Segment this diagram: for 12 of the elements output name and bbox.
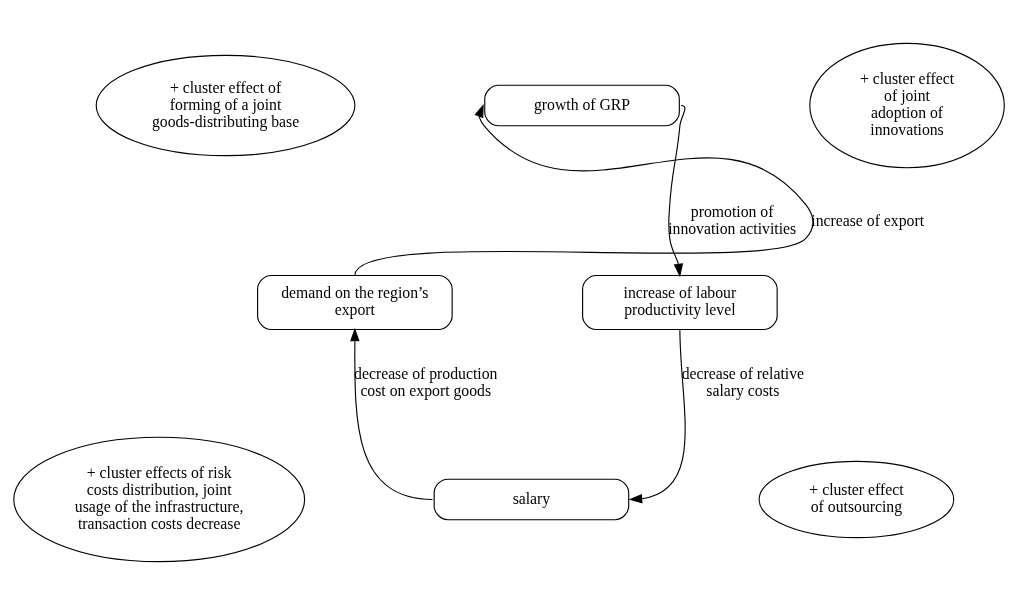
node-ellipse: + cluster effect of outsourcing (758, 460, 954, 539)
node-box: increase of labour productivity level (581, 274, 778, 331)
arrow (628, 328, 686, 504)
node-ellipse: + cluster effect of forming of a joint goods-distributing base (95, 54, 355, 157)
edge-label: decrease of relative salary costs (681, 365, 804, 400)
node-ellipse: + cluster effect of joint adoption of innovations (808, 42, 1005, 169)
node-box: demand on the region’s export (256, 274, 453, 331)
node-ellipse: + cluster effects of risk costs distribution, joint usage of the infrastructure, transaction costs decrease (12, 436, 305, 563)
arrow (353, 103, 814, 277)
node-box: growth of GRP (483, 84, 680, 127)
node-box: salary (433, 478, 629, 521)
arrow (349, 327, 433, 501)
